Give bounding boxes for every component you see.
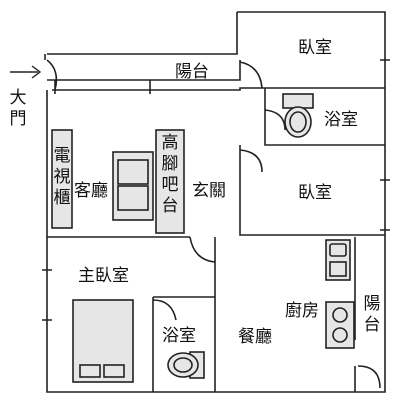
wall-bath-top (264, 88, 385, 146)
entrance-label: 大門 (9, 88, 27, 129)
wall-balcony-outer (47, 12, 238, 55)
room-label-balcony-right: 陽台 (363, 294, 381, 335)
room-label-kitchen: 廚房 (285, 301, 319, 321)
room-label-bedroom-top: 臥室 (298, 38, 332, 58)
fixture-label-tv-cabinet: 電視櫃 (53, 146, 71, 208)
door-bedroom-mid (239, 149, 263, 173)
room-label-bathroom-top: 浴室 (324, 110, 358, 130)
room-label-living-room: 客廳 (74, 181, 108, 201)
toilet-icon-bottom (167, 351, 205, 379)
wall-foyer-right (239, 145, 385, 236)
wall-top-left (47, 60, 241, 81)
door-bath2 (152, 299, 177, 321)
room-label-master-bedroom: 主臥室 (78, 266, 129, 286)
sink-icon (325, 239, 351, 281)
room-label-bathroom-bottom: 浴室 (162, 326, 196, 346)
room-label-bedroom-mid: 臥室 (298, 183, 332, 203)
room-label-dining-room: 餐廳 (238, 327, 272, 347)
window-ticks (42, 54, 390, 321)
entrance-arrow-icon (10, 65, 42, 79)
door-balcony-right (357, 365, 381, 389)
wall-balcony-inner (52, 87, 265, 91)
tv-cabinet-shape (51, 129, 73, 229)
stove-icon (325, 301, 355, 349)
room-label-foyer: 玄關 (192, 181, 226, 201)
room-label-balcony-top: 陽台 (175, 62, 209, 82)
door-balcony-top (239, 61, 263, 89)
outer-wall (46, 11, 386, 393)
toilet-icon-top (282, 93, 314, 138)
door-bath-top (264, 109, 286, 131)
bar-counter-shape (155, 129, 185, 234)
door-master (189, 236, 216, 263)
fixture-label-bar-counter: 高腳吧台 (161, 133, 179, 216)
